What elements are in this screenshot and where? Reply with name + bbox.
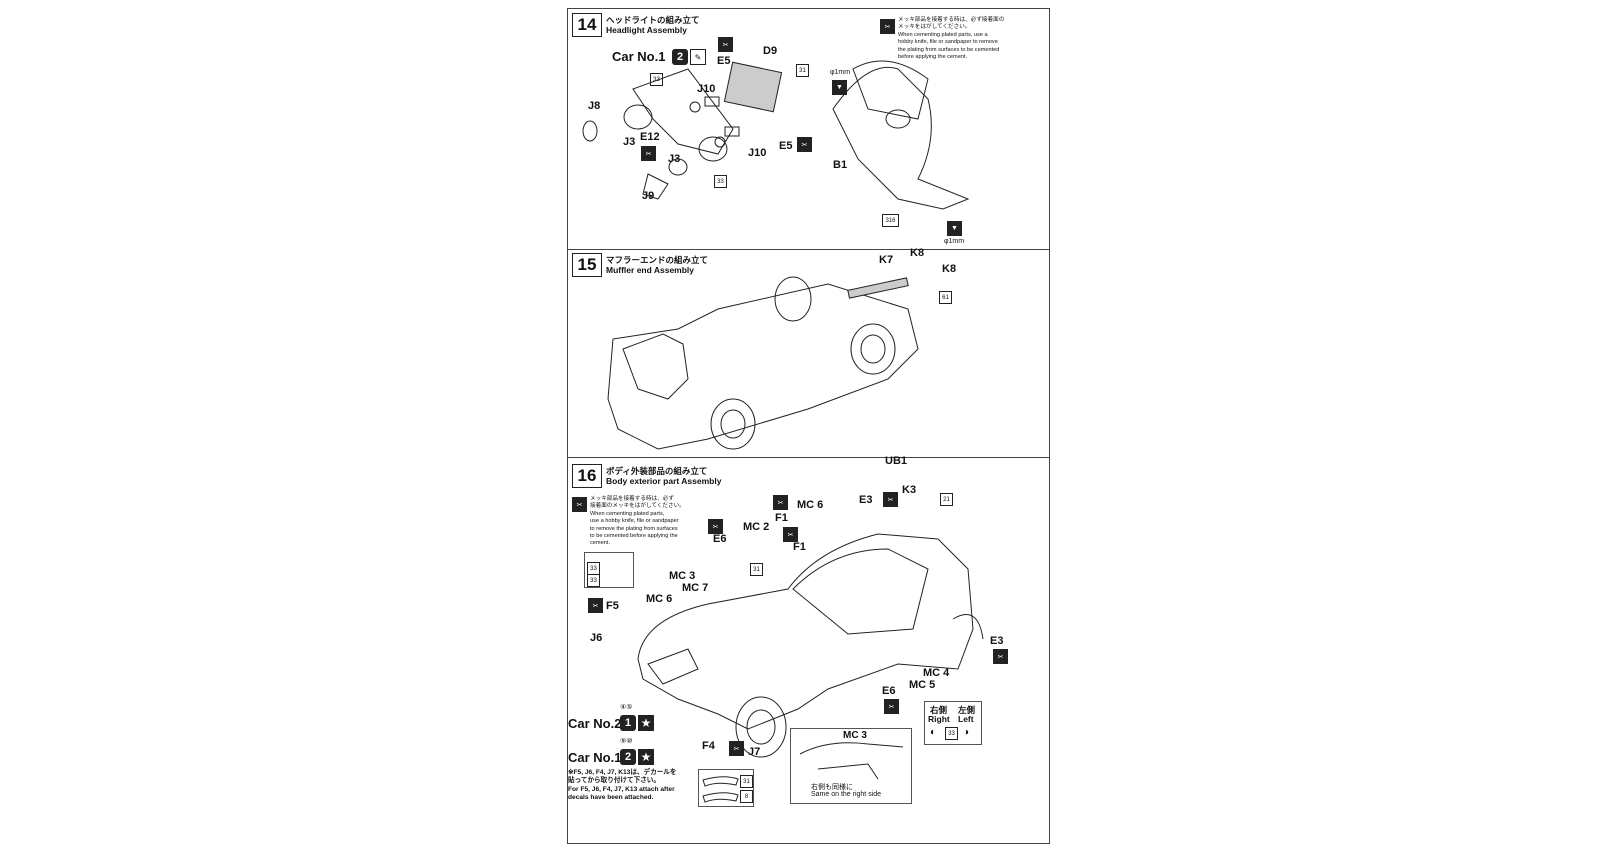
part-label: K7 [879,254,894,266]
paint-code: 33 [714,175,727,188]
cement-icon: ✂ [588,598,603,613]
drill-icon: ▼ [832,80,847,95]
step-title-en: Headlight Assembly [606,25,687,35]
step-divider [568,457,1049,458]
part-label: F1 [793,541,806,553]
star-icon: ★ [638,715,654,731]
mirror-detail-drawing [799,742,904,780]
step-title-jp: ヘッドライトの組み立て [606,15,700,25]
paint-code: 33 [945,727,958,740]
step-title-jp: マフラーエンドの組み立て [606,255,709,265]
cement-icon: ✂ [773,495,788,510]
car-body-drawing [637,533,984,758]
drill-size: φ1mm [944,238,965,245]
car-label: Car No.1 [612,49,666,64]
part-label: MC 5 [909,679,936,691]
car-label: Car No.2 [568,716,622,731]
part-label: E5 [717,55,731,67]
cement-icon: ✂ [993,649,1008,664]
part-label: F5 [606,600,619,612]
cement-icon: ✂ [572,497,587,512]
car-label: Car No.1 [568,750,622,765]
part-label: J10 [748,147,767,159]
paint-code: 316 [882,214,899,227]
paint-code: 61 [939,291,952,304]
assembly-drawings [582,60,984,803]
part-label: J10 [697,83,716,95]
cement-icon: ✂ [641,146,656,161]
part-label: B1 [833,159,848,171]
part-label: E3 [859,494,873,506]
part-label: J3 [623,136,636,148]
step-title-en: Body exterior part Assembly [606,476,722,486]
step-divider [568,249,1049,250]
part-label: K3 [902,484,917,496]
paint-code: 21 [940,493,953,506]
mirror-right-icon: ◐ [930,727,937,738]
step-title-en: Muffler end Assembly [606,265,695,275]
body-nose-drawing [832,60,970,210]
headlight-assembly-drawing [582,61,783,200]
car-number-badge: 2 [672,49,688,65]
part-label: D9 [763,45,778,57]
part-label: MC 6 [797,499,824,511]
paint-code: 31 [750,563,763,576]
part-label: MC 7 [682,582,709,594]
step-number: 16 [572,464,602,488]
instruction-sheet: 14 ヘッドライトの組み立て Headlight Assembly Car No… [567,8,1050,844]
car-number-badge: 2 [620,749,636,765]
left-side-jp: 左側 [958,705,976,715]
part-label: E6 [713,533,727,545]
part-label: E12 [640,131,660,143]
bumper-detail-drawing [702,776,739,803]
step-number: 15 [572,253,602,277]
right-side-en: Right [928,714,950,724]
part-label: J8 [588,100,601,112]
step-title-jp: ボディ外装部品の組み立て [606,466,708,476]
part-label: F4 [702,740,715,752]
right-side-jp: 右側 [930,705,948,715]
paint-code: 31 [796,64,809,77]
cement-icon: ✂ [884,699,899,714]
part-label: MC 3 [843,730,867,741]
paint-code: 31 [740,775,753,788]
part-label: K8 [910,247,925,259]
chassis-drawing [607,276,919,450]
part-label: E3 [990,635,1004,647]
part-label: F1 [775,512,788,524]
part-label: UB1 [885,455,908,467]
cement-icon: ✂ [783,527,798,542]
cement-icon: ✂ [708,519,723,534]
part-label: MC 4 [923,667,950,679]
cement-icon: ✂ [797,137,812,152]
part-label: K8 [942,263,957,275]
decal-number: ④⑤ [620,704,633,711]
paint-code: 8 [740,790,753,803]
drill-size: φ1mm [830,69,851,76]
part-label: MC 3 [669,570,696,582]
cement-icon: ✂ [880,19,895,34]
cement-icon: ✂ [718,37,733,52]
detail-note-jp: 右側も同様に [811,784,853,791]
detail-note-en: Same on the right side [811,791,882,798]
decal-number: ⑨⑩ [620,738,633,745]
plating-note: メッキ部品を接着する時は、必ず 接着面のメッキをはがしてください。 When c… [590,496,685,547]
decal-icon: ✎ [690,49,706,65]
cement-icon: ✂ [883,492,898,507]
part-label: J6 [590,632,603,644]
part-label: MC 6 [646,593,673,605]
part-label: MC 2 [743,521,770,533]
paint-code: 33 [650,73,663,86]
step-number: 14 [572,13,602,37]
drill-icon: ▼ [947,221,962,236]
part-label: E6 [882,685,896,697]
car-number-badge: 1 [620,715,636,731]
decal-note: ※F5, J6, F4, J7, K13は、デカールを 貼ってから取り付けて下さ… [568,769,677,801]
mirror-left-icon: ◑ [963,727,970,738]
paint-code: 33 [587,574,600,587]
left-side-en: Left [958,714,974,724]
plating-note: メッキ部品を接着する時は、必ず接着面の メッキをはがしてください。 When c… [898,17,1005,61]
star-icon: ★ [638,749,654,765]
part-label: E5 [779,140,793,152]
